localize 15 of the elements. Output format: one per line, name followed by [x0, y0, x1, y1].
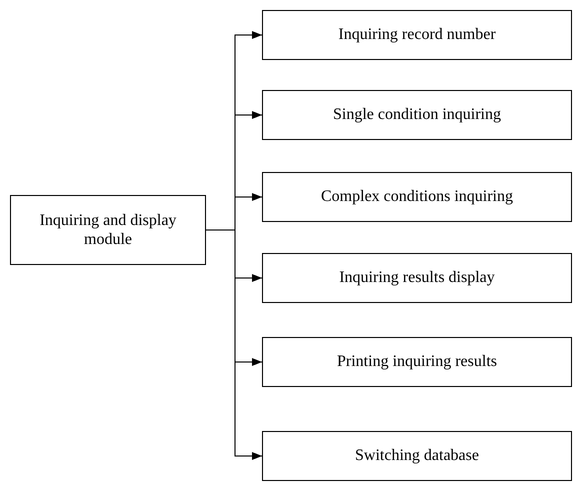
module-label: Switching database — [355, 446, 479, 466]
module-box — [262, 431, 572, 481]
module-label: Inquiring record number — [338, 25, 496, 45]
module-box — [262, 337, 572, 387]
module-label: Single condition inquiring — [333, 105, 501, 125]
module-box — [262, 172, 572, 222]
module-label: Printing inquiring results — [337, 352, 497, 372]
module-label: Complex conditions inquiring — [321, 187, 513, 207]
module-box — [262, 10, 572, 60]
module-box — [262, 253, 572, 303]
module-box — [10, 195, 206, 265]
module-box — [262, 90, 572, 140]
connector-arrow — [206, 230, 262, 460]
module-label: Inquiring and display module — [38, 210, 178, 250]
module-label: Inquiring results display — [339, 268, 495, 288]
